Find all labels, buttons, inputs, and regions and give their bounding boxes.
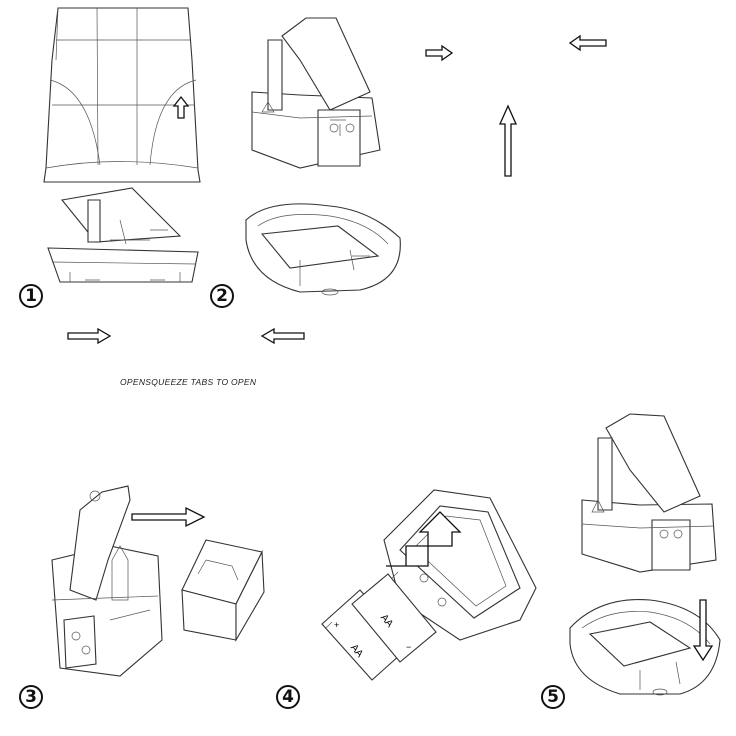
base-tray-5 <box>569 599 721 696</box>
instruction-caption: OPENSQUEEZE TABS TO OPEN <box>120 377 257 387</box>
aa-batteries <box>321 571 437 681</box>
step-number-4: 4 <box>276 685 300 709</box>
polarity-minus: − <box>406 642 411 652</box>
step-number-5: 5 <box>541 685 565 709</box>
up-arrow <box>172 95 190 119</box>
step-number-3: 3 <box>19 685 43 709</box>
upright-unit-5 <box>581 413 717 573</box>
unit-step-3 <box>51 485 163 677</box>
step-number-1: 1 <box>19 284 43 308</box>
insert-arrow <box>386 511 462 567</box>
cover-box <box>181 539 265 643</box>
left-arrow <box>568 34 607 52</box>
right-arrow <box>67 327 112 345</box>
left-arrow <box>260 327 305 345</box>
polarity-plus: + <box>334 620 339 630</box>
base-tray-2 <box>245 203 401 296</box>
upright-unit-2 <box>251 17 381 169</box>
right-arrow <box>425 44 454 62</box>
base-unit-open-1 <box>47 187 199 283</box>
cover-lid <box>43 7 201 183</box>
down-arrow <box>692 599 714 662</box>
up-arrow-large <box>498 104 518 177</box>
right-arrow-large <box>131 506 206 528</box>
step-number-2: 2 <box>210 284 234 308</box>
